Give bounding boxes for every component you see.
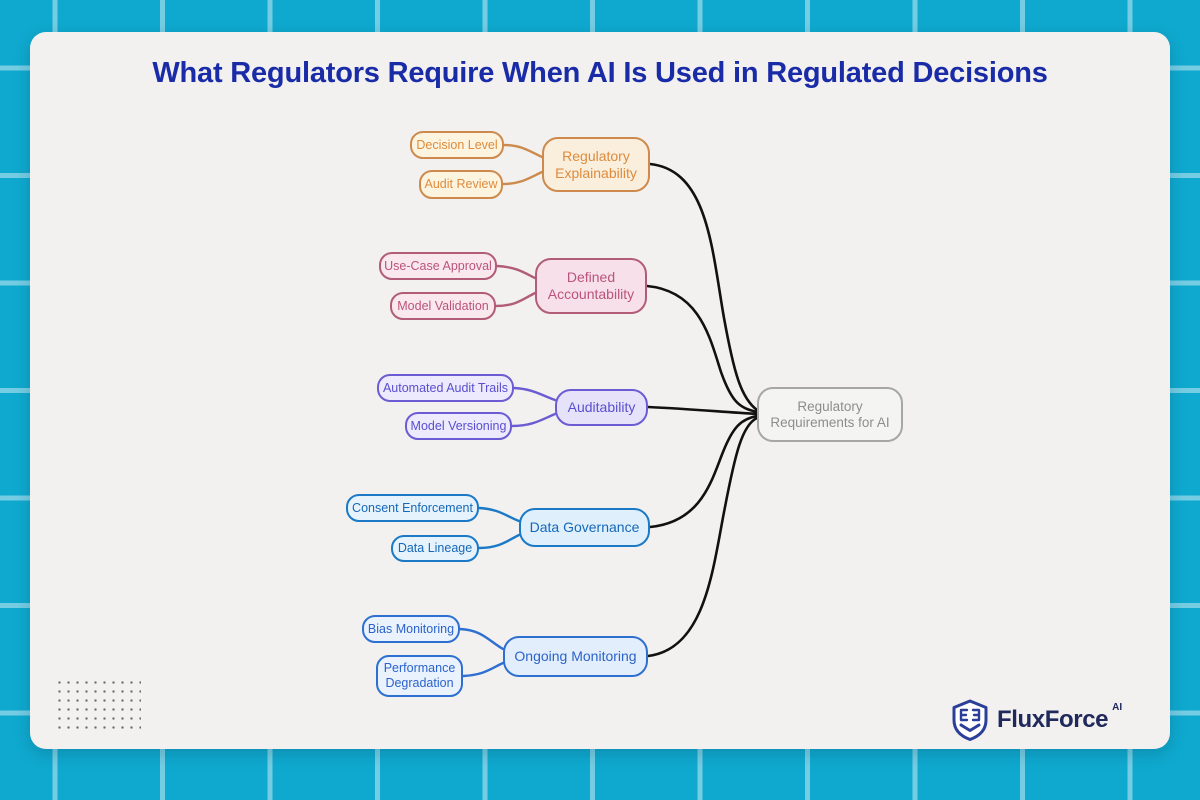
root-node: Regulatory Requirements for AI xyxy=(757,387,903,442)
branch-node-ongoing-monitoring: Ongoing Monitoring xyxy=(503,636,648,677)
child-node-automated-audit-trails: Automated Audit Trails xyxy=(377,374,514,402)
brand-name: FluxForce xyxy=(997,706,1109,733)
connector-defined-accountability-root xyxy=(645,284,759,414)
child-node-decision-level: Decision Level xyxy=(410,131,504,159)
connector-decision-level xyxy=(502,143,544,159)
connector-model-versioning xyxy=(510,412,557,428)
brand-suffix: AI xyxy=(1112,702,1123,713)
fluxforce-shield-icon xyxy=(952,699,988,741)
child-node-consent-enforcement: Consent Enforcement xyxy=(346,494,479,522)
connector-consent-enforcement xyxy=(477,506,521,523)
connector-bias-monitoring xyxy=(458,627,505,651)
child-node-audit-review: Audit Review xyxy=(419,170,503,199)
dot-grid-decoration xyxy=(55,678,141,730)
connector-data-governance-root xyxy=(648,414,759,529)
child-node-data-lineage: Data Lineage xyxy=(391,535,479,562)
child-node-model-validation: Model Validation xyxy=(390,292,496,320)
connector-model-validation xyxy=(494,291,537,308)
connector-ongoing-monitoring-root xyxy=(646,416,759,658)
branch-node-defined-accountability: Defined Accountability xyxy=(535,258,647,314)
child-node-performance-degradation: Performance Degradation xyxy=(376,655,463,697)
connector-use-case-approval xyxy=(495,264,537,280)
page-title: What Regulators Require When AI Is Used … xyxy=(152,57,1048,89)
connector-data-lineage xyxy=(477,533,521,550)
branch-node-regulatory-explainability: Regulatory Explainability xyxy=(542,137,650,192)
fluxforce-logo: FluxForce AI xyxy=(950,699,1122,741)
child-node-use-case-approval: Use-Case Approval xyxy=(379,252,497,280)
connector-auditability-root xyxy=(646,405,759,416)
branch-node-data-governance: Data Governance xyxy=(519,508,650,547)
connector-audit-review xyxy=(501,170,544,186)
connector-performance-degradation xyxy=(461,661,505,678)
child-node-model-versioning: Model Versioning xyxy=(405,412,512,440)
connector-automated-audit-trails xyxy=(512,386,557,402)
connector-regulatory-explainability-root xyxy=(648,162,759,412)
child-node-bias-monitoring: Bias Monitoring xyxy=(362,615,460,643)
branch-node-auditability: Auditability xyxy=(555,389,648,426)
